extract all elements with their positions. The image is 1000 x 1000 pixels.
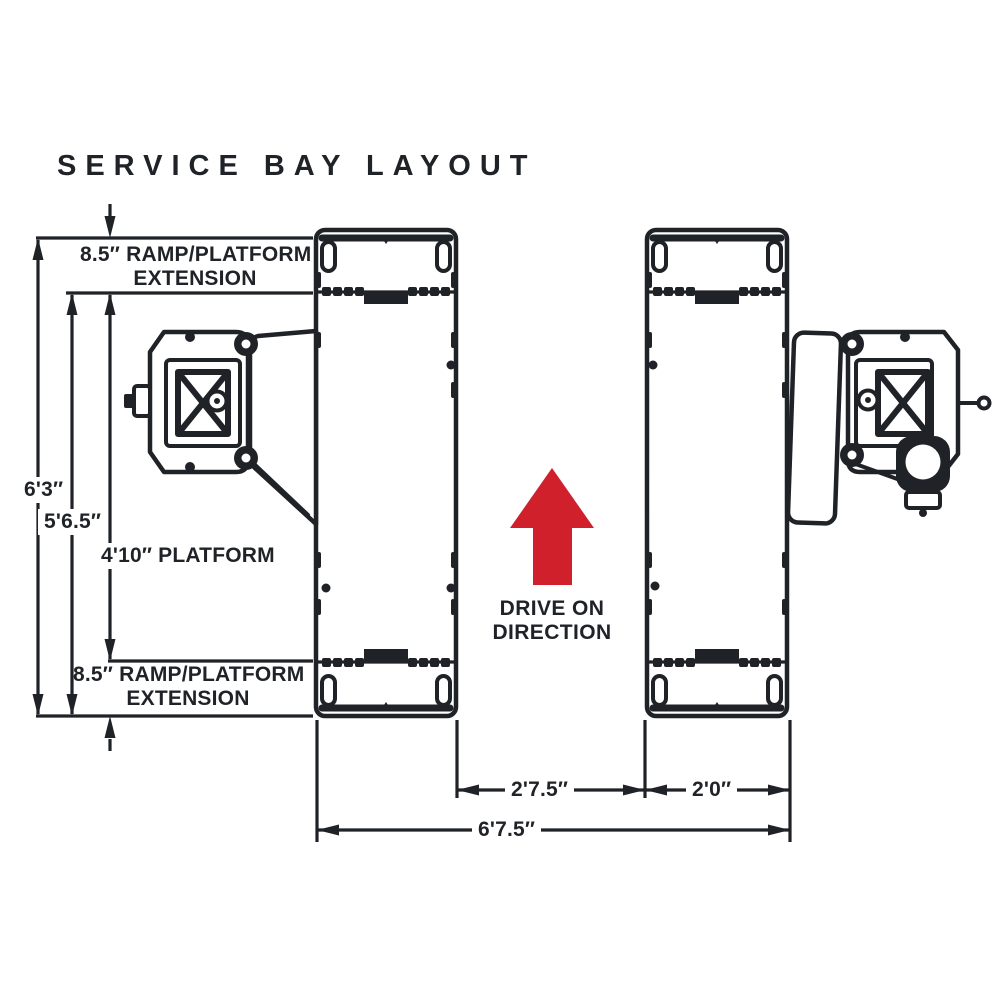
dim-label-bottom-ramp-extension: 8.5″ RAMP/PLATFORM EXTENSION — [73, 663, 305, 710]
right-platform — [647, 230, 787, 716]
dim-label-top-ramp-extension: 8.5″ RAMP/PLATFORM EXTENSION — [80, 243, 312, 290]
page-title: SERVICE BAY LAYOUT — [57, 150, 537, 182]
left-platform — [316, 230, 456, 716]
right-power-unit — [785, 329, 992, 526]
dim-label-overall-length: 6'3″ — [18, 477, 70, 503]
dim-label-ramp-width: 2'0″ — [686, 777, 738, 803]
dim-label-platform-plus-ramp: 5'6.5″ — [38, 509, 108, 535]
drive-direction-up-arrow-icon — [510, 468, 594, 585]
drive-direction-label: DRIVE ON DIRECTION — [492, 597, 612, 644]
dim-label-bay-gap-width: 2'7.5″ — [505, 777, 575, 803]
dim-label-overall-width: 6'7.5″ — [472, 817, 542, 843]
left-power-unit — [124, 328, 319, 527]
dim-label-platform-length: 4'10″ PLATFORM — [95, 543, 281, 569]
